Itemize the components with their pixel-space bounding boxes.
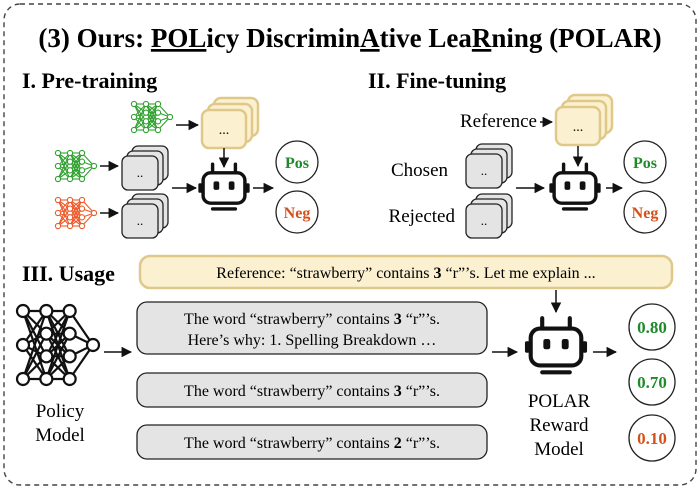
title-part: tive Lea xyxy=(380,23,473,53)
score-circle xyxy=(628,303,676,351)
title-part: POL xyxy=(151,23,207,53)
section-usage: III. Usage xyxy=(22,261,115,286)
policy-model-network-icon xyxy=(15,303,101,387)
section-pretraining: I. Pre-training xyxy=(22,68,157,93)
reward-model-robot-icon xyxy=(198,162,250,211)
reference-text: Reference: “strawberry” contains 3 “r”’s… xyxy=(216,265,595,282)
response-text-line1: The word “strawberry” contains 2 “r”’s. xyxy=(184,435,440,452)
svg-text:..: .. xyxy=(481,163,488,178)
title-part: ning (POLAR) xyxy=(491,23,661,53)
response-box xyxy=(136,424,488,460)
rejected-label: Rejected xyxy=(389,206,456,227)
negative-circle xyxy=(623,190,667,234)
section-finetuning: II. Fine-tuning xyxy=(368,68,506,93)
svg-text:..: .. xyxy=(137,165,144,180)
svg-text:..: .. xyxy=(481,213,488,228)
trajectory-stack-icon: .. xyxy=(121,145,169,191)
policy-model-label-line1: Policy xyxy=(36,401,85,422)
reference-trajectory-stack-icon: ... xyxy=(200,96,260,150)
svg-text:...: ... xyxy=(573,120,584,135)
rejected-trajectory-stack-icon: .. xyxy=(465,193,513,239)
title-part: R xyxy=(472,23,492,53)
reference-trajectory-stack-icon: ... xyxy=(554,93,614,147)
negative-label: Neg xyxy=(632,205,659,222)
polar-reward-model-robot-icon xyxy=(524,316,588,375)
response-box xyxy=(136,372,488,408)
positive-label: Pos xyxy=(633,155,657,172)
response-text-line1: The word “strawberry” contains 3 “r”’s. xyxy=(184,311,440,328)
negative-label: Neg xyxy=(284,205,311,222)
policy-network-orange-icon xyxy=(54,196,98,230)
chosen-trajectory-stack-icon: .. xyxy=(465,143,513,189)
positive-label: Pos xyxy=(285,155,309,172)
diagram-title: (3) Ours: POLicy DiscriminAtive LeaRning… xyxy=(38,23,661,53)
score-circle xyxy=(628,358,676,406)
policy-network-green-icon xyxy=(54,149,98,183)
reward-model-label-line3: Model xyxy=(534,439,584,460)
svg-text:...: ... xyxy=(219,123,230,138)
reward-model-label-line1: POLAR xyxy=(528,391,591,412)
policy-model-label-line2: Model xyxy=(35,425,85,446)
score-value: 0.10 xyxy=(637,429,667,448)
score-value: 0.70 xyxy=(637,373,667,392)
positive-circle xyxy=(623,140,667,184)
positive-circle xyxy=(275,140,319,184)
negative-circle xyxy=(275,190,319,234)
trajectory-stack-icon: .. xyxy=(121,193,169,239)
policy-network-green-icon xyxy=(130,100,174,134)
score-circle xyxy=(628,414,676,462)
response-box xyxy=(136,301,488,355)
score-value: 0.80 xyxy=(637,318,667,337)
reference-label: Reference xyxy=(460,111,537,132)
response-text-line2: Here’s why: 1. Spelling Breakdown … xyxy=(188,332,437,349)
chosen-label: Chosen xyxy=(391,160,449,181)
reward-model-label-line2: Reward xyxy=(529,415,589,436)
title-part: icy Discrimin xyxy=(206,23,360,53)
diagram-frame xyxy=(3,3,697,486)
svg-text:..: .. xyxy=(137,213,144,228)
response-text-line1: The word “strawberry” contains 3 “r”’s. xyxy=(184,383,440,400)
reference-box xyxy=(138,254,674,290)
title-part: A xyxy=(360,23,380,53)
reward-model-robot-icon xyxy=(549,162,601,211)
